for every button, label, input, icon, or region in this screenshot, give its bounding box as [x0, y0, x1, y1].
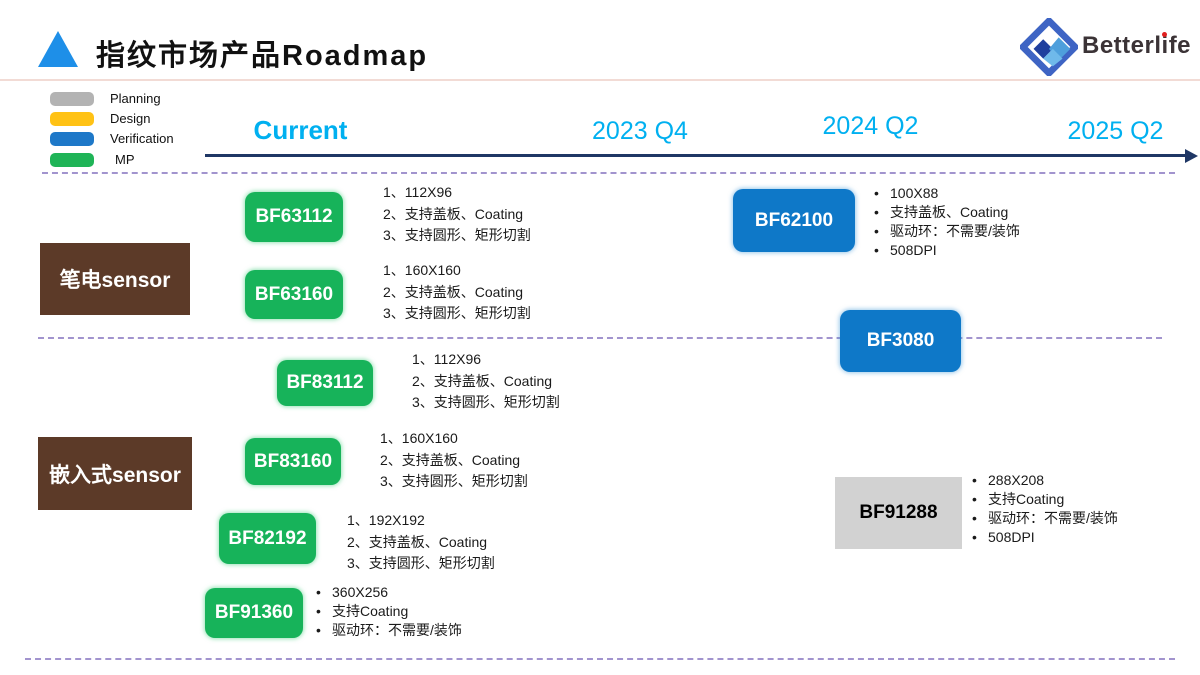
- product-specs-bf91360: 360X256 支持Coating 驱动环：不需要/装饰: [314, 583, 462, 640]
- timeline-arrowhead-icon: [1185, 149, 1198, 163]
- row-divider-middle: [38, 337, 1162, 339]
- timeline-column-2024q2: 2024 Q2: [822, 112, 919, 140]
- spec-line: 3、支持圆形、矩形切割: [383, 305, 531, 321]
- legend-label: Verification: [110, 131, 174, 146]
- spec-line: 360X256: [314, 583, 462, 602]
- spec-line: 1、112X96: [383, 184, 453, 200]
- spec-line: 2、支持盖板、Coating: [380, 451, 521, 468]
- spec-line: 2、支持盖板、Coating: [412, 372, 553, 389]
- product-specs-bf82192: 1、192X192 2、支持盖板、Coating 3、支持圆形、矩形切割: [347, 510, 495, 575]
- spec-line: 2、支持盖板、Coating: [347, 533, 488, 550]
- spec-line: 508DPI: [970, 528, 1118, 547]
- betterlife-logo-icon: [1020, 18, 1078, 76]
- category-laptop-sensor: 笔电sensor: [40, 243, 190, 315]
- timeline-axis: [205, 154, 1187, 157]
- legend-label: Planning: [110, 91, 161, 106]
- product-specs-bf83112: 1、112X96 2、支持盖板、Coating 3、支持圆形、矩形切割: [412, 349, 560, 414]
- spec-line: 508DPI: [872, 241, 1020, 260]
- spec-line: 1、160X160: [380, 430, 458, 446]
- product-box-bf62100: BF62100: [733, 189, 855, 252]
- spec-line: 3、支持圆形、矩形切割: [347, 555, 495, 571]
- spec-line: 驱动环：不需要/装饰: [970, 509, 1118, 528]
- product-box-bf3080: BF3080: [840, 310, 961, 372]
- product-box-bf83160: BF83160: [245, 438, 341, 485]
- product-specs-bf63112: 1、112X96 2、支持盖板、Coating 3、支持圆形、矩形切割: [383, 182, 531, 247]
- legend-label: Design: [110, 111, 151, 126]
- design-swatch: [50, 112, 94, 126]
- product-box-bf91360: BF91360: [205, 588, 303, 638]
- logo-red-dot: [1162, 32, 1167, 37]
- spec-line: 2、支持盖板、Coating: [383, 283, 524, 300]
- product-box-bf63160: BF63160: [245, 270, 343, 319]
- legend-label: MP: [115, 152, 135, 167]
- product-box-bf82192: BF82192: [219, 513, 316, 564]
- spec-line: 1、112X96: [412, 351, 482, 367]
- product-box-bf83112: BF83112: [277, 360, 373, 406]
- spec-line: 支持盖板、Coating: [872, 203, 1020, 222]
- spec-line: 288X208: [970, 471, 1118, 490]
- spec-line: 支持Coating: [970, 490, 1118, 509]
- spec-line: 2、支持盖板、Coating: [383, 205, 524, 222]
- product-specs-bf62100: 100X88 支持盖板、Coating 驱动环：不需要/装饰 508DPI: [872, 184, 1020, 260]
- mp-swatch: [50, 153, 94, 167]
- row-divider-top: [42, 172, 1175, 174]
- spec-line: 驱动环：不需要/装饰: [872, 222, 1020, 241]
- product-specs-bf91288: 288X208 支持Coating 驱动环：不需要/装饰 508DPI: [970, 471, 1118, 547]
- product-box-bf91288: BF91288: [835, 477, 962, 549]
- timeline-column-2025q2: 2025 Q2: [1067, 117, 1164, 145]
- product-specs-bf63160: 1、160X160 2、支持盖板、Coating 3、支持圆形、矩形切割: [383, 260, 531, 325]
- category-embedded-sensor: 嵌入式sensor: [38, 437, 192, 510]
- verification-swatch: [50, 132, 94, 146]
- spec-line: 3、支持圆形、矩形切割: [383, 227, 531, 243]
- product-specs-bf83160: 1、160X160 2、支持盖板、Coating 3、支持圆形、矩形切割: [380, 428, 528, 493]
- spec-line: 3、支持圆形、矩形切割: [412, 394, 560, 410]
- planning-swatch: [50, 92, 94, 106]
- betterlife-logo: Betterlife: [1020, 18, 1192, 76]
- spec-line: 1、160X160: [383, 262, 461, 278]
- product-box-bf63112: BF63112: [245, 192, 343, 242]
- header-divider: [0, 79, 1200, 81]
- page-title: 指纹市场产品Roadmap: [96, 40, 429, 72]
- spec-line: 支持Coating: [314, 602, 462, 621]
- timeline-column-current: Current: [253, 115, 348, 145]
- spec-line: 3、支持圆形、矩形切割: [380, 473, 528, 489]
- spec-line: 驱动环：不需要/装饰: [314, 621, 462, 640]
- spec-line: 100X88: [872, 184, 1020, 203]
- betterlife-logo-text: Betterlife: [1082, 32, 1192, 59]
- timeline-column-2023q4: 2023 Q4: [592, 117, 688, 145]
- spec-line: 1、192X192: [347, 512, 425, 528]
- row-divider-bottom: [25, 658, 1175, 660]
- triangle-bullet-icon: [38, 31, 78, 67]
